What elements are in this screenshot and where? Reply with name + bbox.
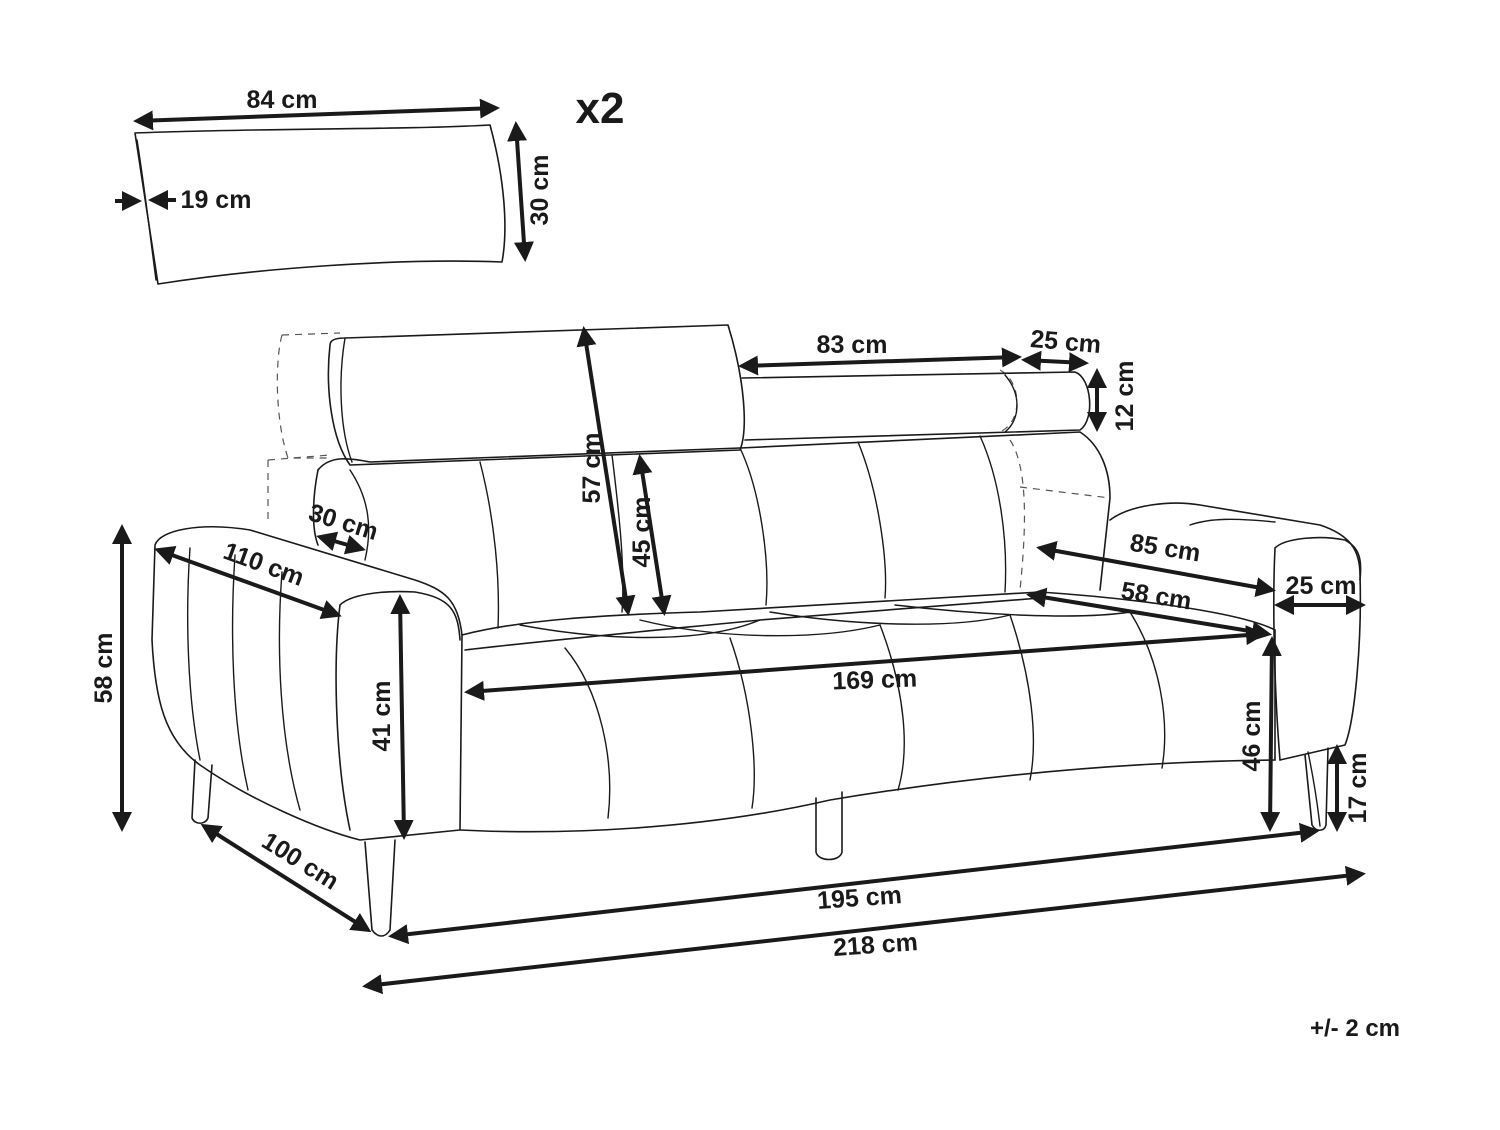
headrest-height-arrow <box>576 326 636 616</box>
headrest-width-label: 83 cm <box>817 331 888 359</box>
back-height-label: 45 cm <box>628 497 656 568</box>
armrest-length-arrow <box>154 546 342 619</box>
back-height-arrow <box>632 454 672 616</box>
headrest-depth-label: 25 cm <box>1029 325 1102 359</box>
armrest-width-label: 25 cm <box>1286 572 1357 600</box>
backrest-depth-arrow <box>316 531 366 555</box>
leg-height-label: 17 cm <box>1344 753 1372 824</box>
pillow-height-label: 30 cm <box>526 155 554 226</box>
seat-height-arrow <box>1260 636 1282 832</box>
headrest-width-arrow <box>738 347 1022 376</box>
dimension-arrows <box>112 98 1366 995</box>
seat-width-total-label: 85 cm <box>1128 529 1202 568</box>
seat-height-label: 46 cm <box>1238 701 1266 772</box>
pillow-width-arrow <box>133 98 500 131</box>
tolerance-note: +/- 2 cm <box>1310 1015 1400 1042</box>
seat-width-total-arrow <box>1036 541 1276 597</box>
total-height-label: 58 cm <box>90 633 118 704</box>
total-width-label: 218 cm <box>832 928 919 962</box>
seat-width-arrow <box>464 625 1266 701</box>
pillow-width-label: 84 cm <box>247 86 318 114</box>
pillow-quantity-label: x2 <box>576 84 625 133</box>
armrest-height-label: 41 cm <box>368 681 396 752</box>
headrest-height-label: 57 cm <box>578 433 606 504</box>
pillow-height-arrow <box>507 121 534 262</box>
depth-arrow <box>200 823 372 933</box>
dimension-labels: x2 84 cm 30 cm 19 cm 57 cm 83 cm 25 cm 1… <box>90 84 1400 1042</box>
headrest-depth-arrow <box>1021 350 1089 373</box>
pillow-depth-label: 19 cm <box>181 186 252 214</box>
inner-width-label: 195 cm <box>816 881 903 915</box>
sofa-drawing <box>151 324 1362 937</box>
headrest-thickness-label: 12 cm <box>1111 361 1139 432</box>
armrest-height-arrow <box>390 594 414 840</box>
total-width-arrow <box>362 865 1366 995</box>
seat-width-label: 169 cm <box>832 665 918 696</box>
